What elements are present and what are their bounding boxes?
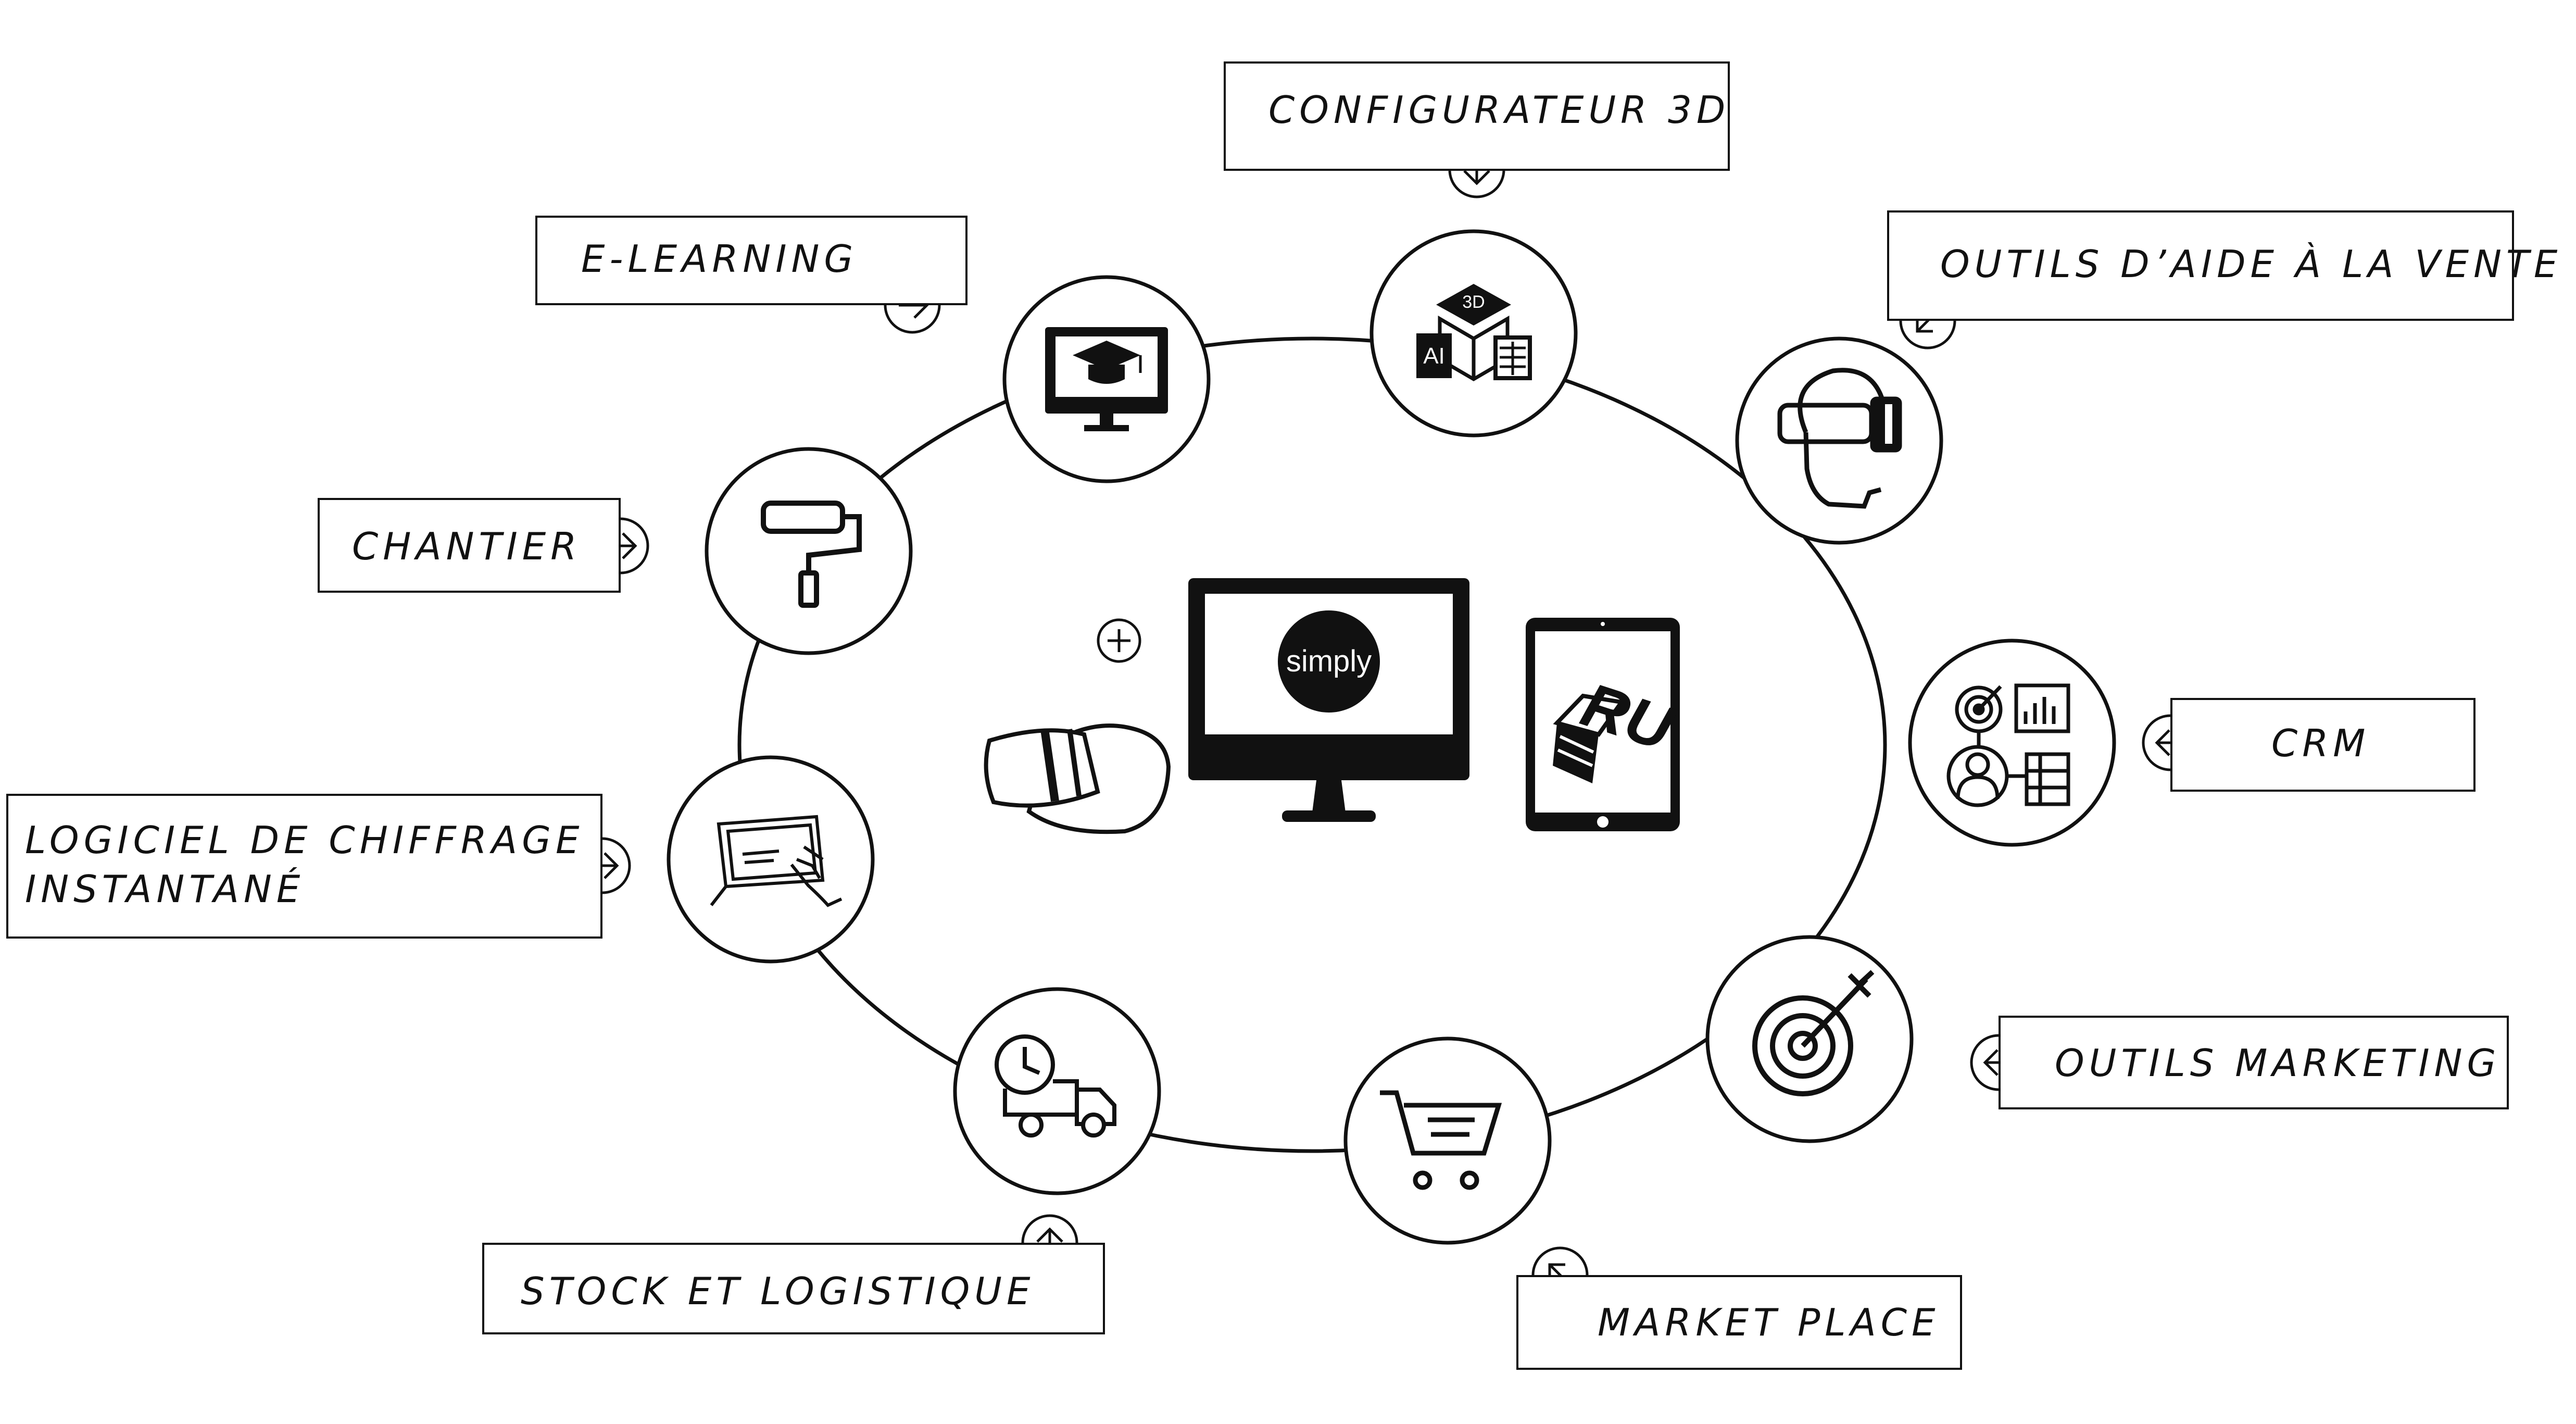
module-circle-crm[interactable] — [1908, 639, 2116, 847]
label-crm: CRM — [2271, 721, 2370, 765]
label-outils-vente: OUTILS D’AIDE À LA VENTE — [1940, 242, 2562, 286]
ecosystem-ring — [737, 336, 1887, 1153]
label-elearning: E-LEARNING — [581, 237, 858, 281]
label-market: MARKET PLACE — [1598, 1301, 1940, 1344]
vr-headset-icon — [984, 723, 1171, 834]
clock-truck-icon — [995, 1034, 1116, 1138]
target-arrow-icon — [1752, 970, 1875, 1096]
label-marketing: OUTILS MARKETING — [2055, 1041, 2501, 1085]
module-circle-configurateur[interactable] — [1369, 229, 1578, 438]
label-chiffrage-line2: INSTANTANÉ — [25, 867, 305, 911]
label-box-marketing[interactable] — [1999, 1016, 2509, 1109]
label-box-stock[interactable] — [482, 1243, 1105, 1334]
3d-ai-cube-icon — [1416, 284, 1532, 382]
icon-3d-text: 3D — [1462, 292, 1485, 312]
monitor-graduation-cap-icon — [1045, 327, 1168, 431]
icon-ai-text: AI — [1423, 343, 1445, 369]
label-box-elearning[interactable] — [535, 216, 967, 305]
simply-logo: simply — [1286, 644, 1372, 678]
label-box-configurateur[interactable] — [1224, 61, 1730, 171]
label-stock: STOCK ET LOGISTIQUE — [521, 1269, 1035, 1313]
vr-headset-head-icon — [1777, 368, 1902, 509]
label-box-chantier[interactable] — [318, 498, 621, 593]
module-circle-stock[interactable] — [953, 987, 1161, 1195]
label-chantier: CHANTIER — [352, 524, 582, 568]
ru-logo-mark — [1553, 693, 1625, 783]
hand-on-tablet-icon — [710, 815, 843, 907]
label-box-crm[interactable] — [2170, 698, 2476, 792]
label-box-market[interactable] — [1516, 1275, 1962, 1370]
label-box-chiffrage[interactable] — [6, 794, 602, 939]
center-monitor — [1188, 578, 1469, 822]
label-configurateur: CONFIGURATEUR 3D — [1268, 88, 1730, 132]
module-circle-market[interactable] — [1343, 1036, 1552, 1245]
label-box-outils-vente[interactable] — [1887, 210, 2514, 321]
target-chart-user-table-icon — [1946, 683, 2070, 807]
paint-roller-icon — [761, 501, 862, 608]
shopping-cart-icon — [1380, 1090, 1502, 1190]
module-circle-chantier[interactable] — [705, 447, 913, 655]
label-chiffrage-line1: LOGICIEL DE CHIFFRAGE — [25, 818, 584, 862]
